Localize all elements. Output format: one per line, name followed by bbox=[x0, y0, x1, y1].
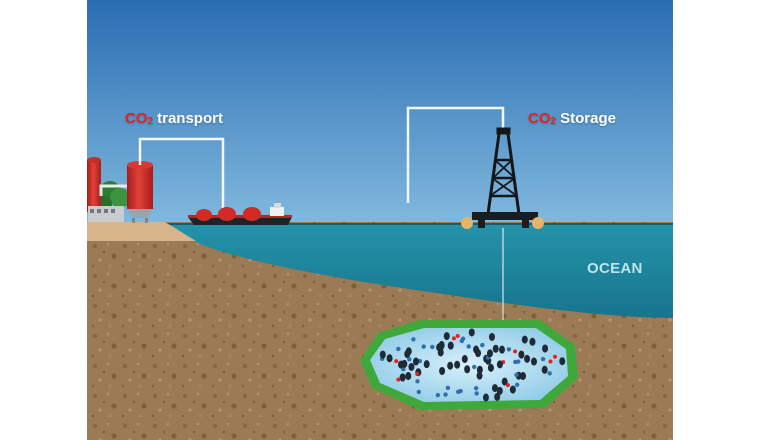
co2-particle bbox=[491, 384, 498, 393]
ocean bbox=[160, 224, 673, 318]
co2-particle bbox=[513, 349, 518, 354]
co2-particle bbox=[405, 372, 412, 381]
co2-particle bbox=[396, 377, 401, 382]
co2-particle bbox=[514, 382, 520, 387]
co2-particle bbox=[541, 365, 548, 374]
co2-particle bbox=[473, 385, 479, 391]
transport-pipe bbox=[138, 137, 225, 208]
co2-particle bbox=[501, 377, 508, 386]
co2-particle bbox=[476, 365, 483, 374]
co2-particle bbox=[468, 328, 475, 337]
shore bbox=[87, 222, 196, 241]
co2-particle bbox=[423, 360, 430, 369]
co2-particle bbox=[415, 379, 420, 384]
co2-particle bbox=[476, 371, 483, 380]
co2-particle bbox=[408, 362, 415, 371]
co2-particle bbox=[486, 349, 493, 358]
co2-particle bbox=[548, 359, 553, 364]
co2-particle bbox=[482, 393, 489, 402]
co2-particle bbox=[436, 343, 443, 352]
factory-tanks bbox=[87, 157, 153, 223]
storage-pipe bbox=[406, 106, 505, 203]
platform-float-right bbox=[532, 217, 544, 229]
co2-particle bbox=[520, 372, 527, 381]
co2-particle bbox=[488, 332, 495, 341]
co2-particle bbox=[443, 332, 450, 341]
co2-particle bbox=[379, 350, 386, 359]
co2-particle bbox=[466, 344, 471, 349]
transport-ship bbox=[188, 203, 292, 225]
co2-particle bbox=[443, 392, 448, 397]
co2-formula: CO2 bbox=[528, 110, 556, 128]
co2-particle bbox=[430, 344, 435, 350]
co2-particle bbox=[415, 371, 420, 376]
co2-storage-label: CO2 Storage bbox=[528, 110, 616, 128]
co2-particle bbox=[529, 337, 536, 346]
co2-particle bbox=[521, 335, 528, 344]
co2-particle bbox=[459, 338, 465, 344]
co2-particle bbox=[505, 383, 510, 388]
co2-particle bbox=[496, 386, 503, 395]
co2-particle bbox=[456, 389, 461, 394]
co2-particle bbox=[451, 336, 456, 341]
co2-particle bbox=[553, 354, 558, 359]
co2-particle bbox=[509, 385, 516, 394]
co2-particle bbox=[513, 359, 518, 365]
platform-float-left bbox=[461, 217, 473, 229]
co2-particle bbox=[447, 341, 454, 350]
sky bbox=[87, 0, 673, 228]
co2-particle bbox=[412, 357, 419, 366]
co2-particle bbox=[416, 389, 422, 395]
co2-particle bbox=[455, 334, 460, 339]
co2-particle bbox=[411, 337, 416, 342]
co2-particle bbox=[399, 373, 406, 382]
co2-particle bbox=[461, 355, 468, 364]
co2-particle bbox=[439, 367, 446, 376]
co2-particle bbox=[514, 372, 519, 378]
co2-formula: CO2 bbox=[125, 110, 153, 128]
offshore-platform bbox=[472, 127, 538, 228]
co2-particle bbox=[530, 357, 537, 366]
co2-particle bbox=[464, 365, 471, 374]
co2-particle bbox=[496, 360, 503, 369]
co2-particle bbox=[518, 350, 525, 359]
co2-particle bbox=[498, 345, 505, 354]
co2-particle bbox=[542, 344, 549, 353]
co2-particle bbox=[394, 359, 399, 364]
co2-particle bbox=[447, 361, 454, 370]
co2-particle bbox=[480, 342, 485, 348]
ocean-label: OCEAN bbox=[587, 260, 643, 277]
co2-particle bbox=[559, 357, 566, 366]
co2-particle bbox=[494, 392, 501, 401]
co2-particle bbox=[386, 354, 393, 363]
co2-particle bbox=[487, 363, 494, 372]
co2-particle bbox=[474, 391, 479, 396]
co2-particle bbox=[454, 360, 461, 369]
co2-particle bbox=[506, 347, 512, 352]
co2-particle bbox=[472, 364, 477, 370]
co2-particle bbox=[404, 350, 411, 359]
co2-particle bbox=[473, 345, 480, 354]
co2-particle bbox=[435, 392, 441, 398]
co2-particle bbox=[547, 371, 552, 376]
co2-particle bbox=[492, 344, 499, 353]
co2-particle bbox=[524, 354, 531, 363]
co2-transport-label: CO2 transport bbox=[125, 110, 223, 128]
co2-particle bbox=[445, 385, 451, 391]
co2-particle bbox=[401, 359, 408, 368]
co2-particle bbox=[540, 356, 546, 362]
co2-particle bbox=[396, 346, 401, 352]
co2-particle bbox=[421, 344, 426, 349]
co2-particles bbox=[379, 328, 566, 402]
co2-particle bbox=[407, 357, 412, 362]
